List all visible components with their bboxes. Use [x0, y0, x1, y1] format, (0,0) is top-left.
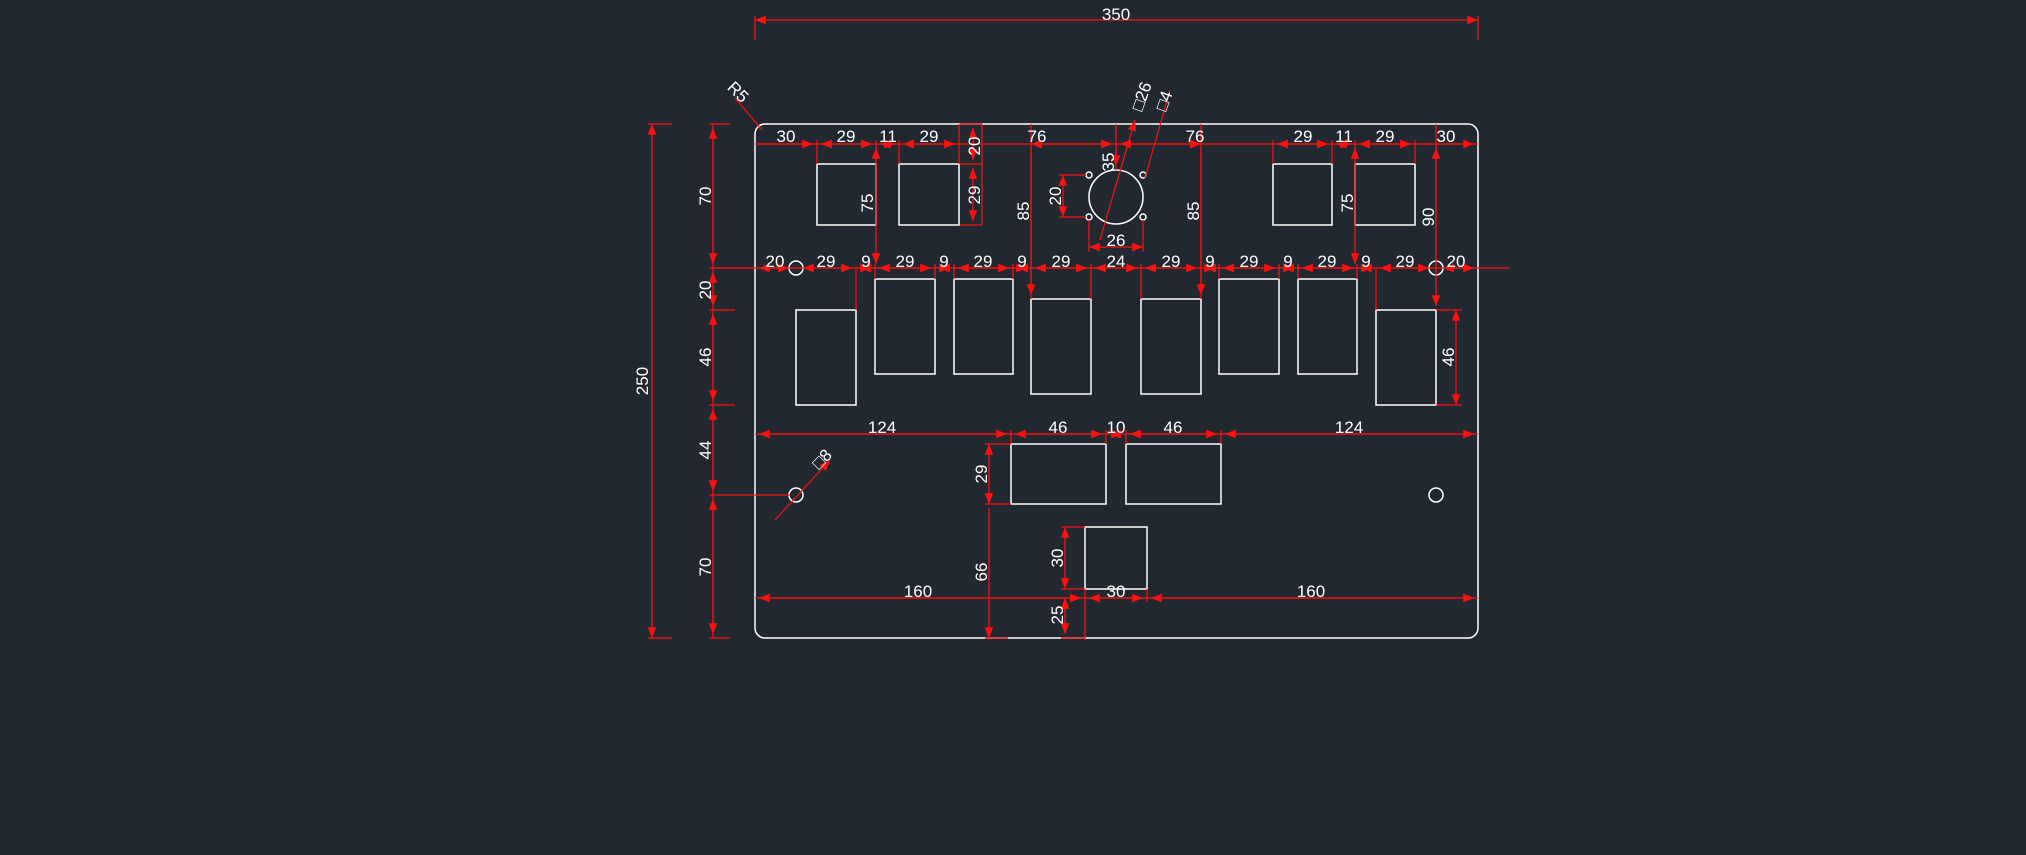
mid-cutout-6: [1218, 278, 1280, 375]
mid-cutout-8: [1375, 309, 1437, 406]
dimension-labels: 350 250 R5 30 29 11 29 20 76 76 29 11 29…: [633, 5, 1465, 624]
mid-cutout-7: [1297, 278, 1358, 375]
mount-hole-low-right: [1428, 487, 1444, 503]
dim-center-offset-left: 76: [1028, 127, 1047, 146]
dim-bottom-124-right: 124: [1335, 418, 1363, 437]
mid-cutout-5: [1140, 298, 1202, 395]
dim-mid-gap2: 9: [939, 252, 948, 271]
dim-left-20: 20: [696, 281, 715, 300]
dim-left-upper-h: 70: [696, 187, 715, 206]
dim-top-rect-h1: 75: [858, 194, 877, 213]
dim-mid-center-gap: 24: [1107, 252, 1126, 271]
dim-bottom-10: 10: [1107, 418, 1126, 437]
connector-cutout: [1088, 169, 1144, 225]
dim-left-46: 46: [696, 348, 715, 367]
dim-bottom-46-a: 46: [1049, 418, 1068, 437]
top-cutout-4: [1354, 163, 1416, 226]
mid-cutout-4: [1030, 298, 1092, 395]
dim-lower-25: 25: [1048, 606, 1067, 625]
connector-hole-bl: [1085, 213, 1093, 221]
dim-top-margin-left: 30: [777, 127, 796, 146]
dim-connector-vertical: 35: [1099, 153, 1118, 172]
dim-left-44: 44: [696, 441, 715, 460]
dim-mid-w3: 29: [974, 252, 993, 271]
dim-top-gap1: 11: [879, 127, 897, 146]
mid-cutout-1: [795, 309, 857, 406]
bottom-cutout-3: [1084, 526, 1148, 590]
dimension-lines: [647, 15, 1510, 640]
dim-mid-w4: 29: [1052, 252, 1071, 271]
dim-connector-hole: □4: [1152, 88, 1177, 113]
dim-bottom-124-left: 124: [868, 418, 896, 437]
dim-top-rect-w1: 29: [837, 127, 856, 146]
dim-mid-gap6: 9: [1283, 252, 1292, 271]
mid-cutout-2: [874, 278, 936, 375]
dim-lower-160-right: 160: [1297, 582, 1325, 601]
dim-mid-right-margin: 20: [1447, 252, 1466, 271]
connector-hole-tl: [1085, 171, 1093, 179]
top-cutout-2: [898, 163, 960, 226]
dim-top-rect-w3: 29: [1294, 127, 1313, 146]
mid-cutout-3: [953, 278, 1014, 375]
top-cutout-3: [1272, 163, 1333, 226]
dim-mid-w8: 29: [1396, 252, 1415, 271]
dim-overall-height: 250: [633, 367, 652, 395]
dim-lower-30: 30: [1107, 582, 1126, 601]
dim-mid-w2: 29: [896, 252, 915, 271]
dim-right-h: 90: [1419, 208, 1438, 227]
dim-bottom-46-b: 46: [1164, 418, 1183, 437]
dim-connector-pitch-h: 26: [1107, 231, 1126, 250]
connector-hole-br: [1139, 213, 1147, 221]
dim-bottom-rect-h: 29: [972, 465, 991, 484]
dim-lower-66: 66: [972, 563, 991, 582]
dim-top-rect-w2: 29: [920, 127, 939, 146]
dim-top-right-gap-left: 20: [965, 137, 984, 156]
dim-mid-gap3: 9: [1017, 252, 1026, 271]
dim-mid-gap7: 9: [1361, 252, 1370, 271]
bottom-cutout-1: [1010, 443, 1107, 505]
dim-lower-160-left: 160: [904, 582, 932, 601]
mount-hole-low-left: [788, 487, 804, 503]
bottom-cutout-2: [1125, 443, 1222, 505]
dim-mid-rect-h-left: 85: [1014, 202, 1033, 221]
dim-hole-diameter: □8: [808, 445, 835, 472]
dim-mid-gap1: 9: [861, 252, 870, 271]
dim-mid-left-margin: 20: [766, 252, 785, 271]
dim-top-margin-right: 30: [1437, 127, 1456, 146]
dim-mid-w5: 29: [1162, 252, 1181, 271]
dim-connector-pitch-v: 20: [1046, 187, 1065, 206]
dim-corner-radius: R5: [723, 78, 752, 107]
dim-mid-gap5: 9: [1205, 252, 1214, 271]
dim-top-rect-w4: 29: [1376, 127, 1395, 146]
dim-connector-diameter: □26: [1128, 79, 1156, 113]
dim-top-gap2: 11: [1335, 127, 1353, 146]
dim-mid-w7: 29: [1318, 252, 1337, 271]
dim-mid-w1: 29: [817, 252, 836, 271]
dim-overall-width: 350: [1102, 5, 1130, 24]
dim-mid-rect-h-right: 85: [1184, 202, 1203, 221]
dim-top-rect-h2: 29: [965, 186, 984, 205]
dim-right-46: 46: [1439, 348, 1458, 367]
dim-mid-w6: 29: [1240, 252, 1259, 271]
dim-lower-rect-h: 30: [1048, 549, 1067, 568]
dim-left-70-lower: 70: [696, 558, 715, 577]
dim-top-rect-h-right: 75: [1338, 194, 1357, 213]
dim-center-offset-right: 76: [1186, 127, 1205, 146]
